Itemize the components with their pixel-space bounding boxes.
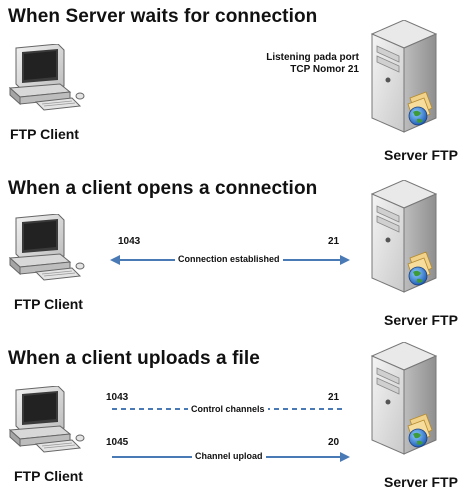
panel-client-opens: When a client opens a connection FTP Cli…	[0, 170, 474, 335]
control-server-port: 21	[328, 392, 340, 403]
upload-channel-label: Channel upload	[192, 451, 266, 461]
panel-client-uploads: When a client uploads a file FTP Client …	[0, 340, 474, 496]
note-line-2: TCP Nomor 21	[290, 64, 359, 75]
client-label: FTP Client	[14, 468, 83, 484]
control-client-port: 1043	[106, 392, 129, 403]
control-channel-label: Control channels	[188, 404, 268, 414]
server-tower-icon	[364, 20, 444, 136]
connection-label: Connection established	[175, 254, 283, 264]
panel-title: When Server waits for connection	[8, 6, 318, 27]
listening-note: Listening pada port TCP Nomor 21	[264, 52, 359, 76]
server-port: 21	[328, 236, 340, 247]
client-label: FTP Client	[10, 126, 79, 142]
upload-server-port: 20	[328, 437, 340, 448]
server-tower-icon	[364, 342, 444, 458]
note-line-1: Listening pada port	[266, 52, 359, 63]
client-label: FTP Client	[14, 296, 83, 312]
server-label: Server FTP	[384, 312, 458, 328]
upload-client-port: 1045	[106, 437, 129, 448]
panel-title: When a client opens a connection	[8, 178, 318, 199]
client-port: 1043	[118, 236, 141, 247]
server-label: Server FTP	[384, 147, 458, 163]
server-label: Server FTP	[384, 474, 458, 490]
computer-icon	[6, 44, 86, 114]
control-channel-line	[112, 408, 344, 410]
panel-title: When a client uploads a file	[8, 348, 260, 369]
computer-icon	[6, 386, 86, 456]
computer-icon	[6, 214, 86, 284]
server-tower-icon	[364, 180, 444, 296]
panel-server-waits: When Server waits for connection FTP Cli…	[0, 0, 474, 165]
